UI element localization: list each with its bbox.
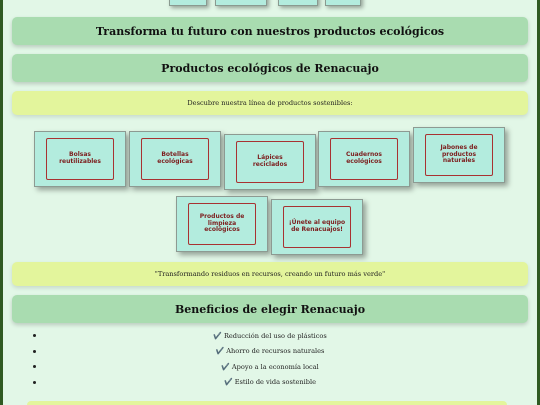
- benefits-banner: Beneficios de elegir Renacuajo: [12, 295, 528, 323]
- products-banner: Productos ecológicos de Renacuajo: [12, 54, 528, 82]
- bottom-note-partial: [27, 401, 507, 405]
- product-card-limpieza[interactable]: Productos de limpieza ecológicos: [176, 196, 268, 252]
- check-icon: ✔️: [223, 378, 233, 387]
- benefits-banner-text: Beneficios de elegir Renacuajo: [174, 302, 366, 316]
- product-card-partial[interactable]: [278, 0, 318, 6]
- page: Transforma tu futuro con nuestros produc…: [3, 0, 537, 405]
- benefits-list: ✔️ Reducción del uso de plásticos ✔️ Aho…: [3, 328, 537, 390]
- product-card-lapices[interactable]: Lápices reciclados: [224, 134, 316, 190]
- intro-note: Descubre nuestra línea de productos sost…: [12, 91, 528, 115]
- product-card-label: Productos de limpieza ecológicos: [188, 203, 256, 245]
- product-card-label: Lápices reciclados: [236, 141, 304, 183]
- product-card-cuadernos[interactable]: Cuadernos ecológicos: [318, 131, 410, 187]
- benefit-text: Estilo de vida sostenible: [234, 378, 317, 387]
- hero-banner-text: Transforma tu futuro con nuestros produc…: [95, 24, 445, 38]
- product-card-partial[interactable]: [215, 0, 267, 6]
- product-card-jabones[interactable]: Jabones de productos naturales: [413, 127, 505, 183]
- benefit-text: Ahorro de recursos naturales: [226, 347, 325, 356]
- product-card-label: Botellas ecológicas: [141, 138, 209, 180]
- join-team-card[interactable]: ¡Únete al equipo de Renacuajos!: [271, 199, 363, 255]
- product-card-partial[interactable]: [169, 0, 207, 6]
- product-card-label: Jabones de productos naturales: [425, 134, 493, 176]
- bullet-icon: [33, 334, 36, 337]
- quote-note: "Transformando residuos en recursos, cre…: [12, 262, 528, 286]
- product-card-bolsas[interactable]: Bolsas reutilizables: [34, 131, 126, 187]
- intro-note-text: Descubre nuestra línea de productos sost…: [187, 99, 353, 107]
- bullet-icon: [33, 380, 36, 384]
- benefit-item: ✔️ Apoyo a la economía local: [3, 359, 537, 375]
- product-card-partial[interactable]: [325, 0, 361, 6]
- check-icon: ✔️: [221, 362, 230, 371]
- hero-banner: Transforma tu futuro con nuestros produc…: [12, 17, 528, 45]
- check-icon: ✔️: [215, 347, 225, 356]
- benefit-item: ✔️ Ahorro de recursos naturales: [3, 344, 537, 360]
- benefit-item: ✔️ Estilo de vida sostenible: [3, 375, 537, 391]
- bullet-icon: [33, 349, 36, 353]
- join-team-label: ¡Únete al equipo de Renacuajos!: [283, 206, 351, 248]
- product-card-label: Bolsas reutilizables: [46, 138, 114, 180]
- product-card-label: Cuadernos ecológicos: [330, 138, 398, 180]
- check-icon: ✔️: [213, 331, 222, 340]
- bullet-icon: [33, 365, 36, 368]
- products-banner-text: Productos ecológicos de Renacuajo: [161, 61, 379, 75]
- benefit-item: ✔️ Reducción del uso de plásticos: [3, 328, 537, 344]
- quote-note-text: "Transformando residuos en recursos, cre…: [154, 270, 386, 278]
- product-card-botellas[interactable]: Botellas ecológicas: [129, 131, 221, 187]
- benefit-text: Reducción del uso de plásticos: [223, 331, 327, 340]
- benefit-text: Apoyo a la economía local: [231, 362, 319, 371]
